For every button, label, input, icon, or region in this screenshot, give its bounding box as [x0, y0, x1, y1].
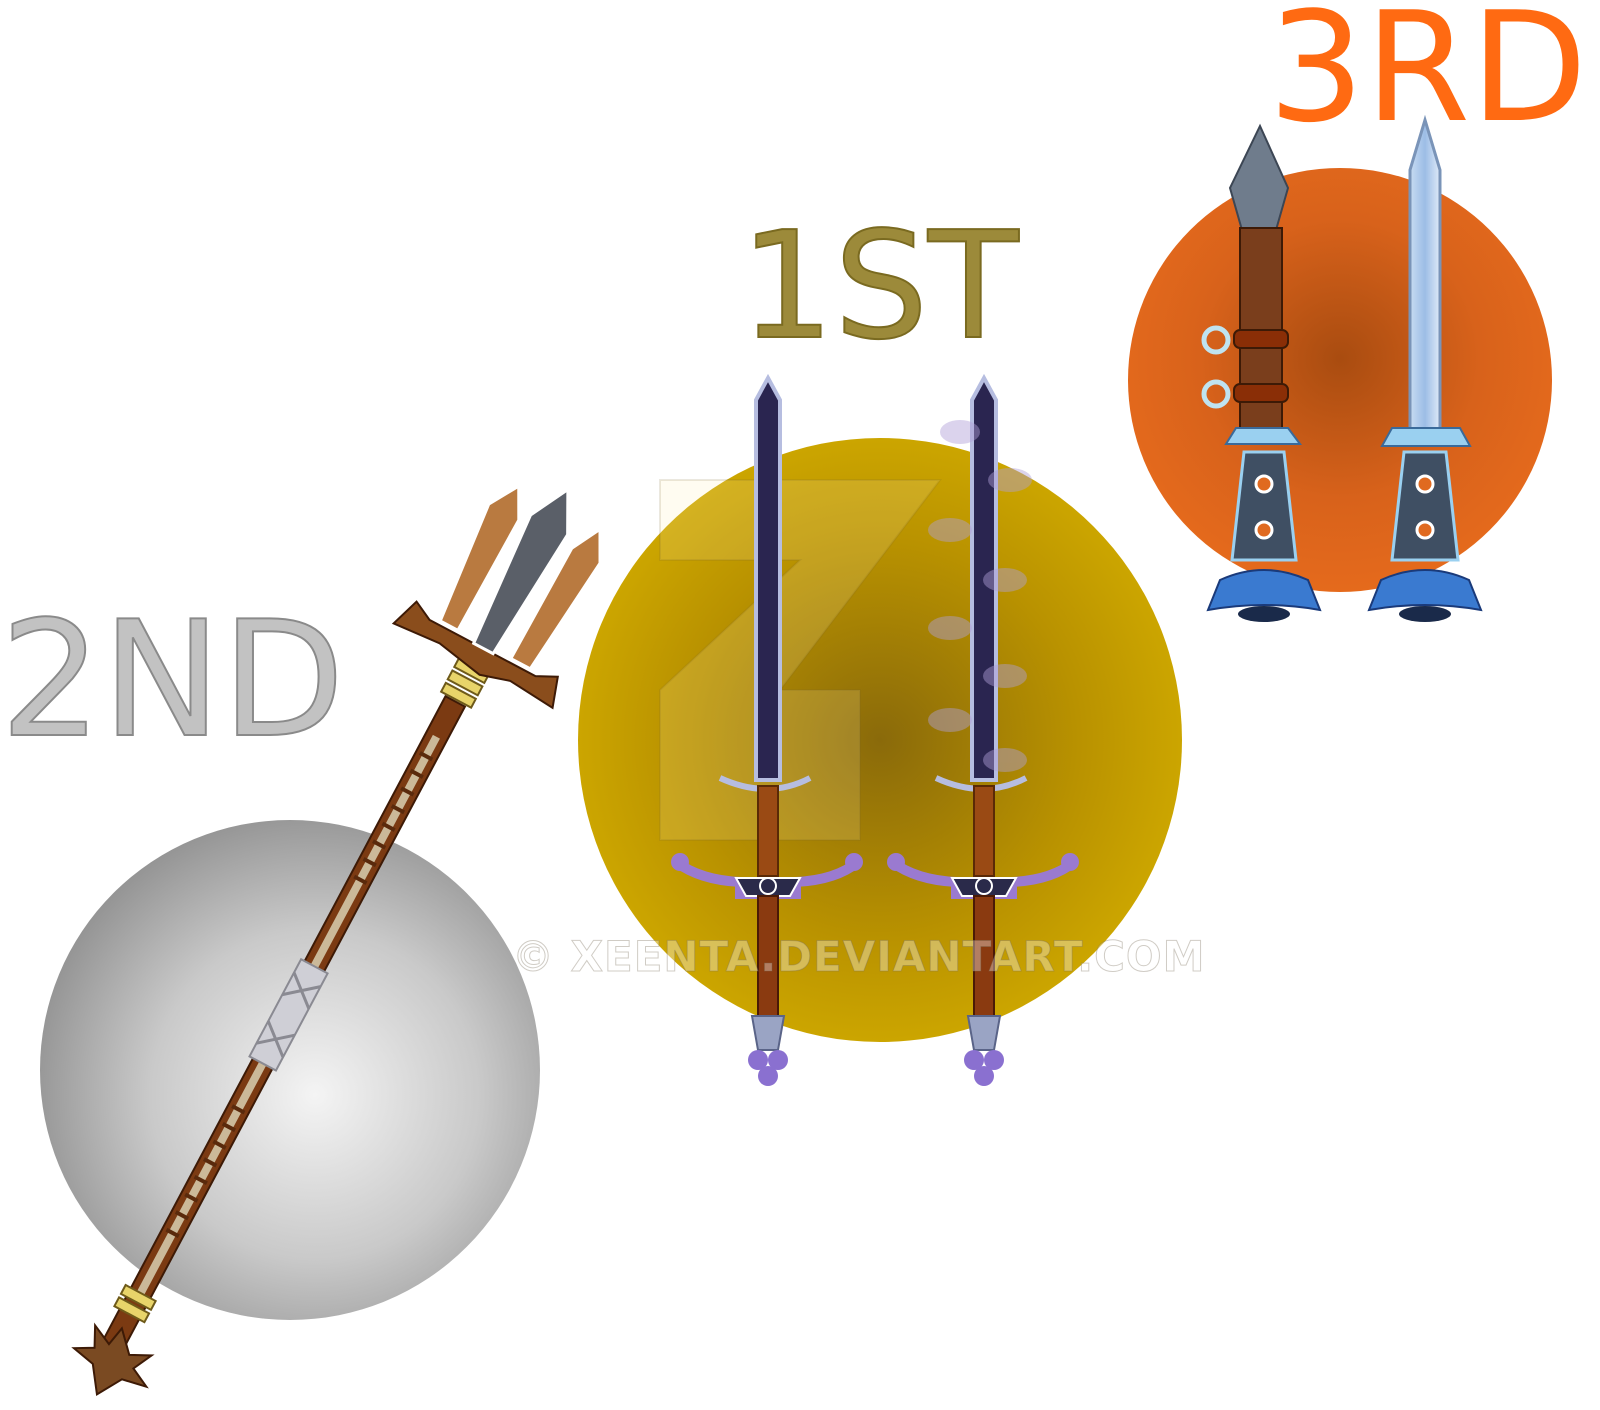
third-place-disc	[1128, 168, 1552, 592]
first-place-disc	[578, 438, 1182, 1042]
rank-label-first: 1ST	[739, 200, 1020, 372]
second-place-disc	[40, 820, 540, 1320]
watermark-text: © XEENTA.DEVIANTART.COM	[511, 932, 1206, 982]
rank-label-third: 3RD	[1268, 0, 1588, 156]
longsword-icon	[671, 373, 863, 1086]
dagger-icon	[1367, 114, 1483, 622]
rank-label-second: 2ND	[0, 586, 346, 773]
sheathed-dagger-icon	[1201, 123, 1322, 622]
longsword-clouds-icon	[887, 373, 1079, 1086]
trident-spear-icon	[71, 483, 602, 1397]
